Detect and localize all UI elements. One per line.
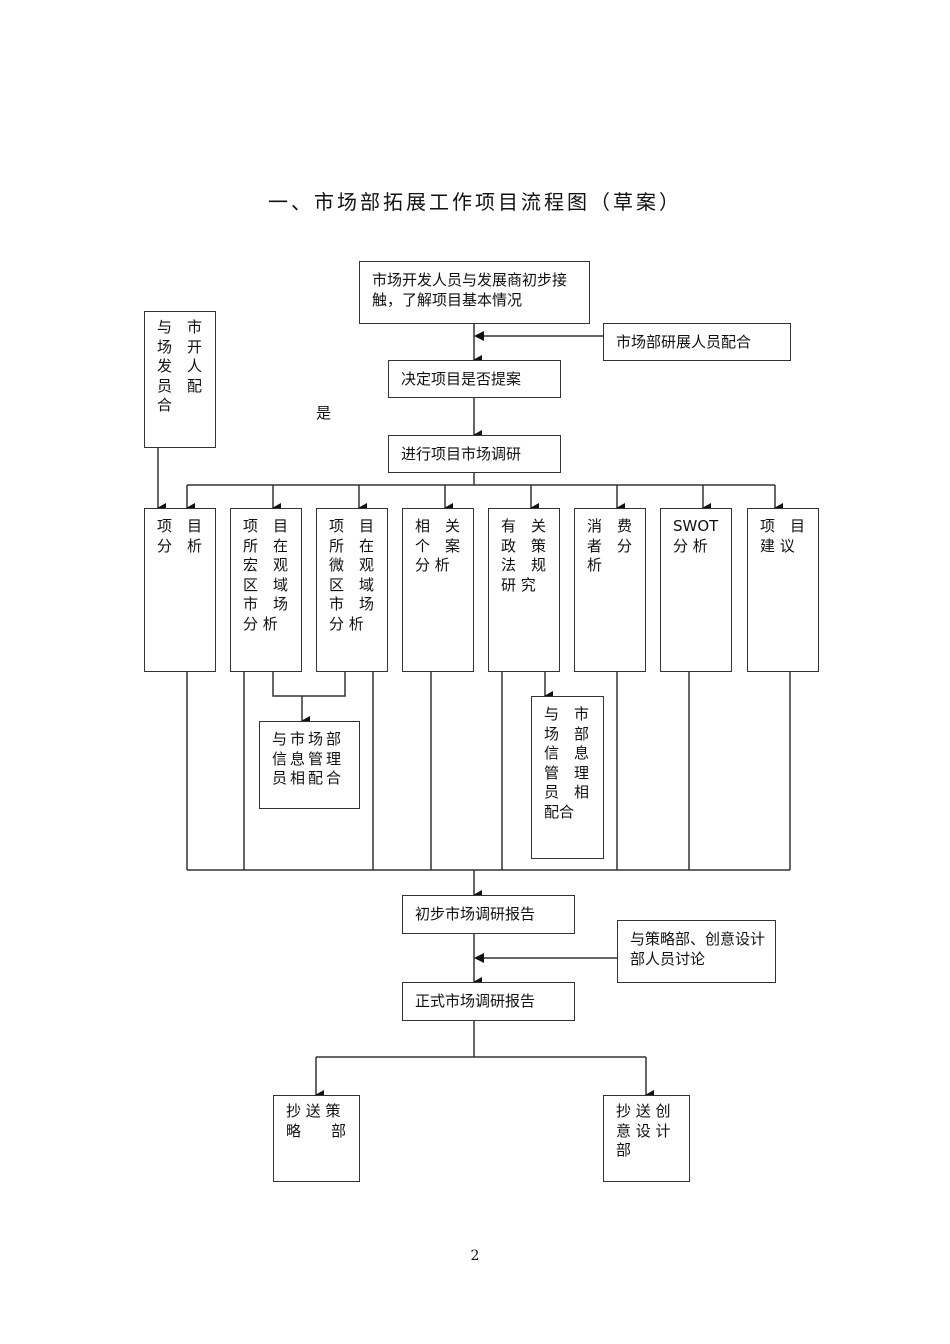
- text-line: 者 分: [587, 536, 633, 555]
- info-manager-cooperation-text-2: 与 市场 部信 息管 理员 相配合: [544, 705, 595, 822]
- text-line: SWOT: [673, 517, 719, 535]
- market-research-box: 进行项目市场调研: [388, 435, 561, 473]
- analysis-box-case-analysis: 相 关个 案分 析: [402, 508, 474, 672]
- cc-strategy-box: 抄 送 策略 部: [273, 1095, 360, 1182]
- analysis-text-project-analysis: 项 目分 析: [157, 517, 207, 556]
- page-number: 2: [470, 1248, 480, 1264]
- text-line: 市 场: [243, 595, 289, 613]
- analysis-text-consumer-analysis: 消 费者 分析: [587, 517, 637, 576]
- text-line: 区 域: [243, 575, 289, 594]
- text-line: 抄 送 策: [286, 1102, 341, 1120]
- formal-report-text: 正式市场调研报告: [415, 992, 536, 1010]
- text-line: 与 市: [157, 318, 203, 336]
- text-line: 意 设 计: [616, 1121, 671, 1140]
- analysis-box-project-analysis: 项 目分 析: [144, 508, 216, 672]
- text-line: 所 在: [329, 536, 375, 555]
- formal-report-box: 正式市场调研报告: [402, 982, 575, 1021]
- decide-proposal-box: 决定项目是否提案: [388, 360, 561, 398]
- cc-creative-text: 抄 送 创意 设 计部: [616, 1102, 681, 1161]
- text-line: 区 域: [329, 575, 375, 594]
- info-manager-cooperation-text-1: 与市场部信息管理员相配合: [272, 730, 351, 789]
- text-line: 略 部: [286, 1121, 347, 1140]
- text-line: 配合: [544, 802, 575, 821]
- text-line: 与市场部: [272, 730, 345, 748]
- text-line: 信 息: [544, 744, 590, 762]
- text-line: 分 析: [673, 536, 708, 555]
- analysis-text-macro-market-analysis: 项 目所 在宏 观区 域市 场分 析: [243, 517, 293, 634]
- analysis-text-project-suggestion: 项 目建 议: [760, 517, 810, 556]
- cc-strategy-text: 抄 送 策略 部: [286, 1102, 351, 1141]
- text-line: 合: [157, 396, 173, 414]
- strategy-creative-discussion-box: 与策略部、创意设计部人员讨论: [617, 920, 776, 983]
- decide-proposal-text: 决定项目是否提案: [401, 370, 522, 388]
- text-line: 微 观: [329, 556, 375, 574]
- text-line: 员相配合: [272, 769, 345, 787]
- text-line: 项 目: [760, 517, 806, 535]
- text-line: 发 人: [157, 357, 203, 375]
- analysis-box-project-suggestion: 项 目建 议: [747, 508, 819, 672]
- initial-contact-text: 市场开发人员与发展商初步接触，了解项目基本情况: [372, 271, 568, 309]
- developer-cooperation-text: 与 市场 开发 人员 配合: [157, 318, 207, 416]
- text-line: 与 市: [544, 705, 590, 723]
- analysis-box-micro-market-analysis: 项 目所 在微 观区 域市 场分 析: [316, 508, 388, 672]
- text-line: 分 析: [329, 614, 364, 633]
- text-line: 部: [616, 1141, 632, 1159]
- preliminary-report-text: 初步市场调研报告: [415, 905, 536, 923]
- page-title: 一、市场部拓展工作项目流程图（草案）: [268, 190, 682, 214]
- text-line: 市 场: [329, 595, 375, 613]
- research-dept-cooperation-text: 市场部研展人员配合: [616, 333, 752, 351]
- text-line: 员 相: [544, 783, 590, 801]
- preliminary-report-box: 初步市场调研报告: [402, 895, 575, 934]
- text-line: 所 在: [243, 536, 289, 555]
- text-line: 场 开: [157, 337, 203, 356]
- text-line: 抄 送 创: [616, 1102, 671, 1120]
- text-line: 建 议: [760, 536, 795, 555]
- text-line: 信息管理: [272, 749, 345, 768]
- developer-cooperation-box: 与 市场 开发 人员 配合: [144, 311, 216, 448]
- strategy-creative-discussion-text: 与策略部、创意设计部人员讨论: [630, 930, 766, 968]
- text-line: 有 关: [501, 517, 547, 535]
- info-manager-cooperation-box-1: 与市场部信息管理员相配合: [259, 721, 360, 809]
- text-line: 项 目: [157, 517, 203, 535]
- text-line: 相 关: [415, 517, 461, 535]
- analysis-text-micro-market-analysis: 项 目所 在微 观区 域市 场分 析: [329, 517, 379, 634]
- initial-contact-box: 市场开发人员与发展商初步接触，了解项目基本情况: [359, 261, 590, 324]
- text-line: 分 析: [415, 556, 450, 574]
- text-line: 分 析: [157, 536, 203, 555]
- text-line: 项 目: [243, 517, 289, 535]
- analysis-box-macro-market-analysis: 项 目所 在宏 观区 域市 场分 析: [230, 508, 302, 672]
- info-manager-cooperation-box-2: 与 市场 部信 息管 理员 相配合: [531, 696, 604, 859]
- analysis-text-case-analysis: 相 关个 案分 析: [415, 517, 465, 576]
- text-line: 项 目: [329, 517, 375, 535]
- text-line: 研 究: [501, 575, 536, 594]
- text-line: 员 配: [157, 376, 203, 395]
- text-line: 分 析: [243, 614, 278, 633]
- yes-label: 是: [316, 404, 332, 422]
- research-dept-cooperation-box: 市场部研展人员配合: [603, 323, 791, 361]
- text-line: 宏 观: [243, 556, 289, 574]
- text-line: 析: [587, 556, 603, 574]
- cc-creative-box: 抄 送 创意 设 计部: [603, 1095, 690, 1182]
- market-research-text: 进行项目市场调研: [401, 445, 522, 463]
- analysis-box-policy-research: 有 关政 策法 规研 究: [488, 508, 560, 672]
- analysis-text-policy-research: 有 关政 策法 规研 究: [501, 517, 551, 595]
- analysis-box-consumer-analysis: 消 费者 分析: [574, 508, 646, 672]
- text-line: 消 费: [587, 517, 633, 535]
- text-line: 法 规: [501, 556, 547, 574]
- text-line: 管 理: [544, 763, 590, 782]
- text-line: 个 案: [415, 536, 461, 555]
- text-line: 场 部: [544, 724, 590, 743]
- text-line: 政 策: [501, 536, 547, 555]
